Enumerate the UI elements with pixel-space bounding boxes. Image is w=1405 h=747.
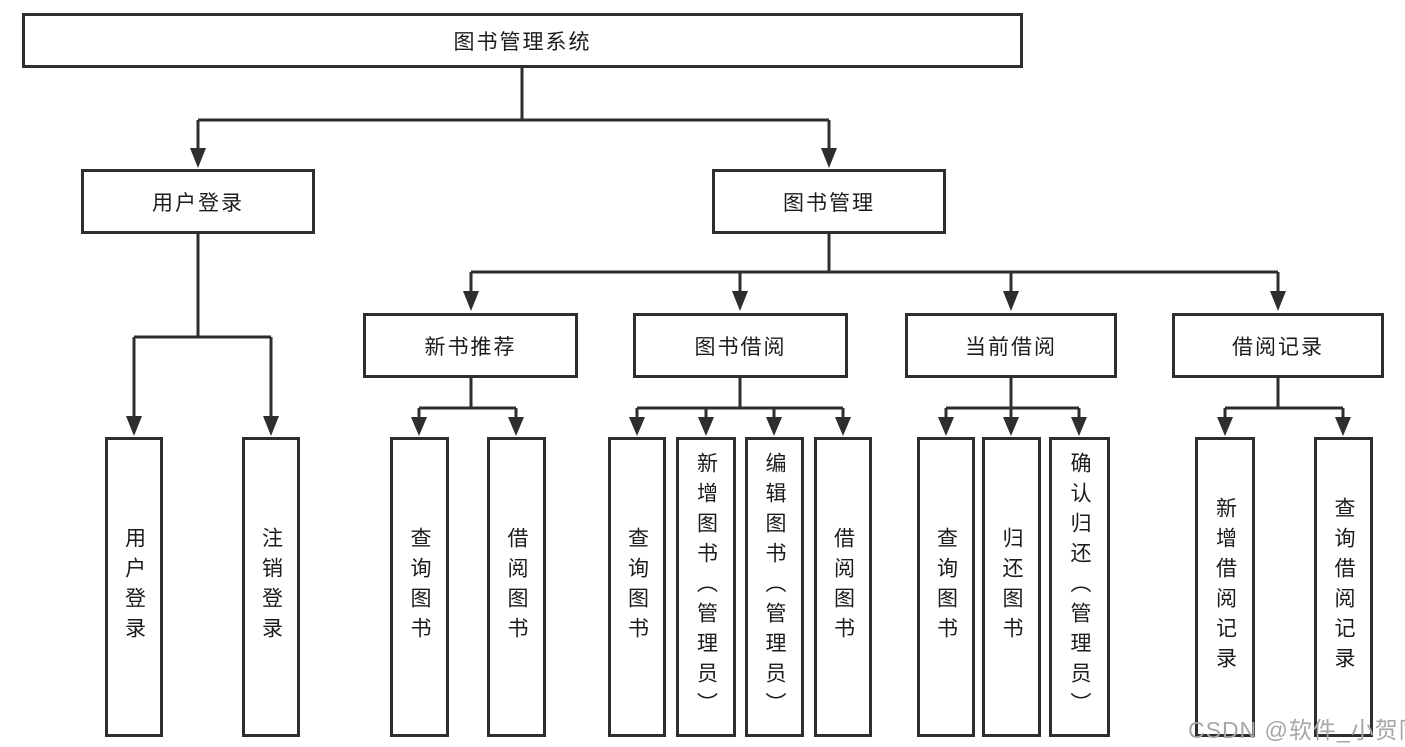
node-current-borrow: 当前借阅: [905, 313, 1117, 378]
node-borrow-records: 借阅记录: [1172, 313, 1384, 378]
node-label: 注销登录: [259, 527, 283, 647]
leaf-records-query-record: 查询借阅记录: [1314, 437, 1373, 737]
leaf-borrow-edit-books-admin: 编辑图书（管理员）: [745, 437, 804, 737]
node-label: 借阅图书: [831, 527, 855, 647]
leaf-newrec-query-books: 查询图书: [390, 437, 449, 737]
leaf-current-confirm-return-admin: 确认归还（管理员）: [1049, 437, 1110, 737]
leaf-user-login: 用户登录: [105, 437, 163, 737]
node-label: 编辑图书（管理员）: [763, 452, 787, 722]
node-label: 借阅图书: [505, 527, 529, 647]
node-label: 新增借阅记录: [1213, 497, 1237, 677]
leaf-borrow-query-books: 查询图书: [608, 437, 666, 737]
node-user-login: 用户登录: [81, 169, 315, 234]
node-label: 查询图书: [625, 527, 649, 647]
leaf-current-query-books: 查询图书: [917, 437, 975, 737]
node-label: 新增图书（管理员）: [694, 452, 718, 722]
node-label: 查询图书: [408, 527, 432, 647]
node-label: 当前借阅: [965, 335, 1057, 359]
node-label: 归还图书: [1000, 527, 1024, 647]
node-label: 图书管理: [783, 191, 875, 215]
node-label: 查询借阅记录: [1332, 497, 1356, 677]
csdn-watermark: CSDN @软件_小贺同学: [1188, 717, 1405, 743]
leaf-borrow-borrow-books: 借阅图书: [814, 437, 872, 737]
node-new-book-recommend: 新书推荐: [363, 313, 578, 378]
leaf-borrow-add-books-admin: 新增图书（管理员）: [676, 437, 736, 737]
leaf-newrec-borrow-books: 借阅图书: [487, 437, 546, 737]
node-label: 确认归还（管理员）: [1068, 452, 1092, 722]
node-label: 图书借阅: [694, 335, 787, 359]
node-book-borrow: 图书借阅: [633, 313, 848, 378]
node-label: 图书管理系统: [453, 30, 592, 54]
arrow-down-icons: [126, 148, 1351, 436]
node-root: 图书管理系统: [22, 13, 1023, 68]
node-book-management: 图书管理: [712, 169, 946, 234]
node-label: 用户登录: [152, 191, 244, 215]
leaf-logout: 注销登录: [242, 437, 300, 737]
node-label: 新书推荐: [424, 335, 517, 359]
leaf-current-return-books: 归还图书: [982, 437, 1041, 737]
node-label: 用户登录: [122, 527, 146, 647]
node-label: 借阅记录: [1232, 335, 1324, 359]
leaf-records-add-record: 新增借阅记录: [1195, 437, 1255, 737]
node-label: 查询图书: [934, 527, 958, 647]
